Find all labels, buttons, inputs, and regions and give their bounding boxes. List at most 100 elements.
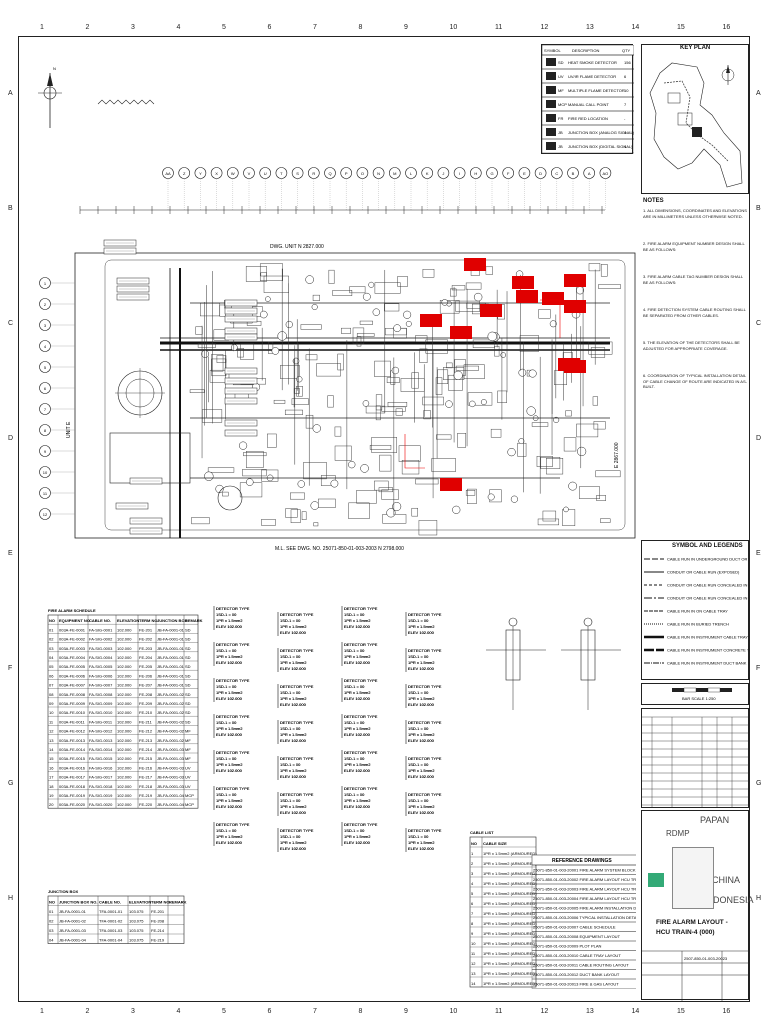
- svg-text:1PR x 1.5mm2 (ARMOURED): 1PR x 1.5mm2 (ARMOURED): [483, 971, 537, 976]
- svg-text:MCP: MCP: [185, 793, 194, 798]
- svg-text:102.000: 102.000: [117, 655, 132, 660]
- svg-text:DETECTOR TYPE: DETECTOR TYPE: [408, 612, 442, 617]
- svg-text:DETECTOR TYPE: DETECTOR TYPE: [216, 606, 250, 611]
- svg-text:ELEV 102.000: ELEV 102.000: [216, 840, 243, 845]
- svg-text:ELEV 102.000: ELEV 102.000: [280, 666, 307, 671]
- svg-text:JB-FA-0001-04: JB-FA-0001-04: [157, 793, 185, 798]
- svg-text:1PR x 1.5mm2: 1PR x 1.5mm2: [216, 690, 243, 695]
- grid-number-8: 8: [358, 24, 363, 31]
- svg-text:1PR x 1.5mm2: 1PR x 1.5mm2: [408, 696, 435, 701]
- title-block: RDMP PAPAN CHINA INDONESIA FIRE ALARM LA…: [641, 810, 754, 1001]
- svg-text:FA-SIG-0004: FA-SIG-0004: [89, 655, 113, 660]
- svg-text:1PR x 1.5mm2 (ARMOURED): 1PR x 1.5mm2 (ARMOURED): [483, 911, 537, 916]
- svg-text:102.000: 102.000: [117, 701, 132, 706]
- svg-text:1SD-1 = 00: 1SD-1 = 00: [216, 720, 237, 725]
- svg-text:FE-201: FE-201: [151, 909, 165, 914]
- svg-text:12: 12: [43, 512, 48, 517]
- svg-text:JB-FA-0001-01: JB-FA-0001-01: [157, 683, 185, 688]
- svg-text:ELEV 102.000: ELEV 102.000: [408, 702, 435, 707]
- svg-text:AA: AA: [165, 171, 171, 176]
- svg-text:DETECTOR TYPE: DETECTOR TYPE: [216, 642, 250, 647]
- svg-text:FE-203: FE-203: [139, 646, 153, 651]
- column-bubble-AA: AA: [162, 167, 174, 210]
- svg-text:17: 17: [49, 775, 54, 780]
- svg-text:FE-216: FE-216: [139, 765, 153, 770]
- svg-text:FA-SIG-0018: FA-SIG-0018: [89, 784, 113, 789]
- svg-text:ELEVATION: ELEVATION: [129, 900, 151, 905]
- svg-text:1SD-1 = 00: 1SD-1 = 00: [280, 654, 301, 659]
- svg-text:003A-FE-0005: 003A-FE-0005: [59, 664, 86, 669]
- svg-text:L: L: [410, 171, 413, 176]
- column-bubble-Y: Y: [194, 167, 207, 210]
- key-plan: KEY PLAN: [641, 44, 749, 194]
- svg-text:D: D: [539, 171, 542, 176]
- svg-text:1: 1: [471, 851, 474, 856]
- svg-text:JUNCTION BOX NO.: JUNCTION BOX NO.: [59, 900, 97, 905]
- bar-scale: BAR SCALE 1:250: [641, 683, 749, 705]
- svg-text:MF: MF: [558, 88, 564, 93]
- svg-text:1PR x 1.5mm2: 1PR x 1.5mm2: [344, 690, 371, 695]
- column-bubble-X: X: [210, 167, 223, 210]
- note-6: 6. COORDINATION OF TYPICAL INSTALLATION …: [643, 373, 747, 389]
- svg-text:103.075: 103.075: [129, 928, 144, 933]
- svg-text:DETECTOR TYPE: DETECTOR TYPE: [408, 792, 442, 797]
- svg-text:6: 6: [624, 74, 627, 79]
- svg-text:12: 12: [49, 729, 54, 734]
- svg-text:003A-FE-0018: 003A-FE-0018: [59, 784, 86, 789]
- highlighted-devices: [420, 258, 586, 491]
- svg-text:JB-FA-0001-04: JB-FA-0001-04: [157, 802, 185, 807]
- highlighted-device-5: [480, 304, 502, 317]
- dimension-ticks: [79, 206, 603, 214]
- svg-text:4: 4: [624, 144, 627, 149]
- grid-number-15: 15: [677, 24, 685, 31]
- svg-text:JB-FA-0001-03: JB-FA-0001-03: [157, 756, 185, 761]
- svg-text:ELEV 102.000: ELEV 102.000: [408, 846, 435, 851]
- north-arrow-icon: N: [38, 66, 62, 128]
- svg-text:MULTIPLE FLAME DETECTOR: MULTIPLE FLAME DETECTOR: [568, 88, 625, 93]
- svg-text:B: B: [572, 171, 575, 176]
- svg-text:102.000: 102.000: [117, 646, 132, 651]
- column-bubble-C: C: [550, 167, 563, 210]
- svg-text:ELEV 102.000: ELEV 102.000: [280, 846, 307, 851]
- svg-text:02: 02: [49, 919, 54, 924]
- svg-text:10: 10: [471, 941, 476, 946]
- svg-text:DETECTOR TYPE: DETECTOR TYPE: [408, 828, 442, 833]
- svg-text:FE-210: FE-210: [139, 710, 153, 715]
- row-bubble-7: 7: [39, 403, 75, 415]
- row-bubble-6: 6: [39, 382, 75, 394]
- svg-text:1PR x 1.5mm2: 1PR x 1.5mm2: [408, 624, 435, 629]
- grid-letter-D: D: [8, 435, 14, 442]
- svg-text:MF: MF: [185, 729, 191, 734]
- client-word-1: CHINA: [712, 875, 741, 885]
- svg-text:1SD-1 = 00: 1SD-1 = 00: [408, 762, 429, 767]
- svg-text:ELEV 102.000: ELEV 102.000: [408, 630, 435, 635]
- svg-text:DESCRIPTION: DESCRIPTION: [572, 48, 599, 53]
- svg-text:JB-FA-0001-01: JB-FA-0001-01: [59, 909, 87, 914]
- svg-text:102.000: 102.000: [117, 683, 132, 688]
- svg-text:103.075: 103.075: [129, 909, 144, 914]
- svg-text:1SD-1 = 00: 1SD-1 = 00: [216, 756, 237, 761]
- svg-text:1SD-1 = 00: 1SD-1 = 00: [408, 834, 429, 839]
- svg-text:1SD-1 = 00: 1SD-1 = 00: [408, 726, 429, 731]
- svg-text:SD: SD: [558, 60, 564, 65]
- svg-text:DETECTOR TYPE: DETECTOR TYPE: [408, 720, 442, 725]
- svg-text:SD: SD: [185, 710, 191, 715]
- svg-text:JB-FA-0001-01: JB-FA-0001-01: [157, 637, 185, 642]
- svg-text:1PR x 1.5mm2: 1PR x 1.5mm2: [216, 618, 243, 623]
- svg-text:ELEV 102.000: ELEV 102.000: [216, 840, 243, 845]
- svg-text:R: R: [312, 171, 315, 176]
- svg-text:ELEV 102.000: ELEV 102.000: [408, 666, 435, 671]
- svg-text:DETECTOR TYPE: DETECTOR TYPE: [344, 750, 378, 755]
- svg-text:1PR x 1.5mm2: 1PR x 1.5mm2: [280, 768, 307, 773]
- svg-text:1PR x 1.5mm2 (ARMOURED): 1PR x 1.5mm2 (ARMOURED): [483, 921, 537, 926]
- svg-text:102.000: 102.000: [117, 802, 132, 807]
- svg-text:1PR x 1.5mm2: 1PR x 1.5mm2: [344, 834, 371, 839]
- svg-text:ELEV 102.000: ELEV 102.000: [216, 660, 243, 665]
- svg-text:JB-FA-0001-02: JB-FA-0001-02: [157, 738, 185, 743]
- column-bubble-W: W: [227, 167, 239, 210]
- svg-text:ELEV 102.000: ELEV 102.000: [216, 696, 243, 701]
